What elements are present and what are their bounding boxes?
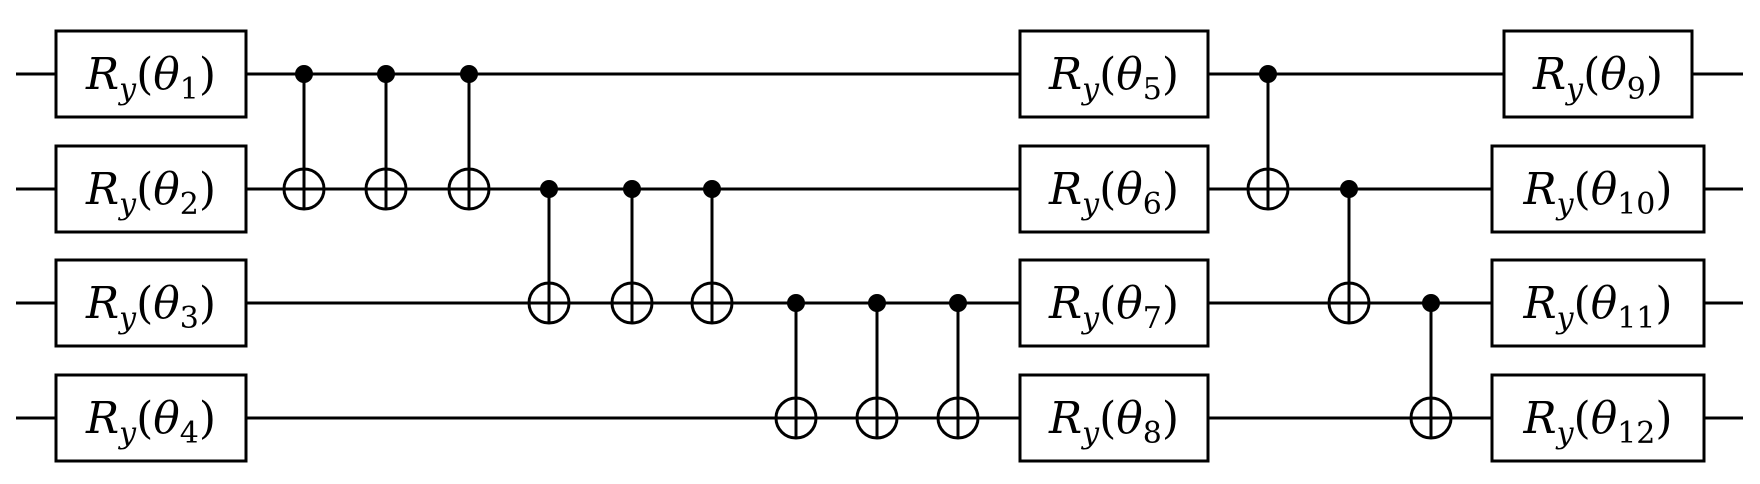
cnot-gate <box>936 294 980 440</box>
target-xor-icon <box>447 167 491 211</box>
gate-label: Ry(θ1) <box>85 49 216 107</box>
gate-label: Ry(θ11) <box>1522 278 1672 336</box>
cnot-gate <box>364 65 408 211</box>
target-xor-icon <box>527 281 571 325</box>
control-dot <box>1340 180 1358 198</box>
gate-box <box>54 258 248 348</box>
control-dot <box>460 65 478 83</box>
control-dot <box>703 180 721 198</box>
gate-box <box>54 29 248 119</box>
gate-label: Ry(θ7) <box>1048 278 1179 336</box>
cnot-gate <box>774 294 818 440</box>
cnot-gate <box>1409 294 1453 440</box>
gate-box <box>1018 258 1210 348</box>
cnot-gate <box>610 180 654 325</box>
rotation-gate-5: Ry(θ5) <box>1018 29 1210 119</box>
gate-box <box>1490 258 1706 348</box>
target-xor-icon <box>610 281 654 325</box>
target-xor-icon <box>1246 167 1290 211</box>
gate-label: Ry(θ9) <box>1532 49 1663 107</box>
target-xor-icon <box>855 396 899 440</box>
cnot-gate <box>690 180 734 325</box>
gate-box <box>1018 144 1210 234</box>
rotation-gate-3: Ry(θ3) <box>54 258 248 348</box>
cnot-gate <box>1327 180 1371 325</box>
gate-label: Ry(θ2) <box>85 164 216 222</box>
gate-label: Ry(θ4) <box>85 393 216 451</box>
rotation-gate-10: Ry(θ10) <box>1490 144 1706 234</box>
gate-box <box>1490 373 1706 463</box>
gate-label: Ry(θ6) <box>1048 164 1179 222</box>
gate-label: Ry(θ8) <box>1048 393 1179 451</box>
target-xor-icon <box>364 167 408 211</box>
gate-box <box>54 373 248 463</box>
gate-label: Ry(θ5) <box>1048 49 1179 107</box>
control-dot <box>377 65 395 83</box>
control-dot <box>868 294 886 312</box>
rotation-gate-1: Ry(θ1) <box>54 29 248 119</box>
control-dot <box>1259 65 1277 83</box>
gate-label: Ry(θ12) <box>1522 393 1672 451</box>
rotation-gate-12: Ry(θ12) <box>1490 373 1706 463</box>
target-xor-icon <box>282 167 326 211</box>
gate-box <box>1018 373 1210 463</box>
control-dot <box>949 294 967 312</box>
rotation-gate-11: Ry(θ11) <box>1490 258 1706 348</box>
rotation-gate-8: Ry(θ8) <box>1018 373 1210 463</box>
control-dot <box>295 65 313 83</box>
control-dot <box>787 294 805 312</box>
target-xor-icon <box>690 281 734 325</box>
rotation-gate-4: Ry(θ4) <box>54 373 248 463</box>
rotation-gate-9: Ry(θ9) <box>1502 29 1694 119</box>
gate-box <box>54 144 248 234</box>
cnot-gate <box>1246 65 1290 211</box>
rotation-gate-6: Ry(θ6) <box>1018 144 1210 234</box>
control-dot <box>540 180 558 198</box>
rotation-gate-7: Ry(θ7) <box>1018 258 1210 348</box>
cnot-gate <box>527 180 571 325</box>
control-dot <box>623 180 641 198</box>
target-xor-icon <box>936 396 980 440</box>
cnot-gate <box>447 65 491 211</box>
gate-label: Ry(θ3) <box>85 278 216 336</box>
gate-box <box>1490 144 1706 234</box>
cnot-gate <box>855 294 899 440</box>
control-dot <box>1422 294 1440 312</box>
gate-label: Ry(θ10) <box>1522 164 1672 222</box>
gate-box <box>1502 29 1694 119</box>
target-xor-icon <box>1327 281 1371 325</box>
rotation-gate-2: Ry(θ2) <box>54 144 248 234</box>
target-xor-icon <box>774 396 818 440</box>
cnot-gate <box>282 65 326 211</box>
gate-box <box>1018 29 1210 119</box>
target-xor-icon <box>1409 396 1453 440</box>
